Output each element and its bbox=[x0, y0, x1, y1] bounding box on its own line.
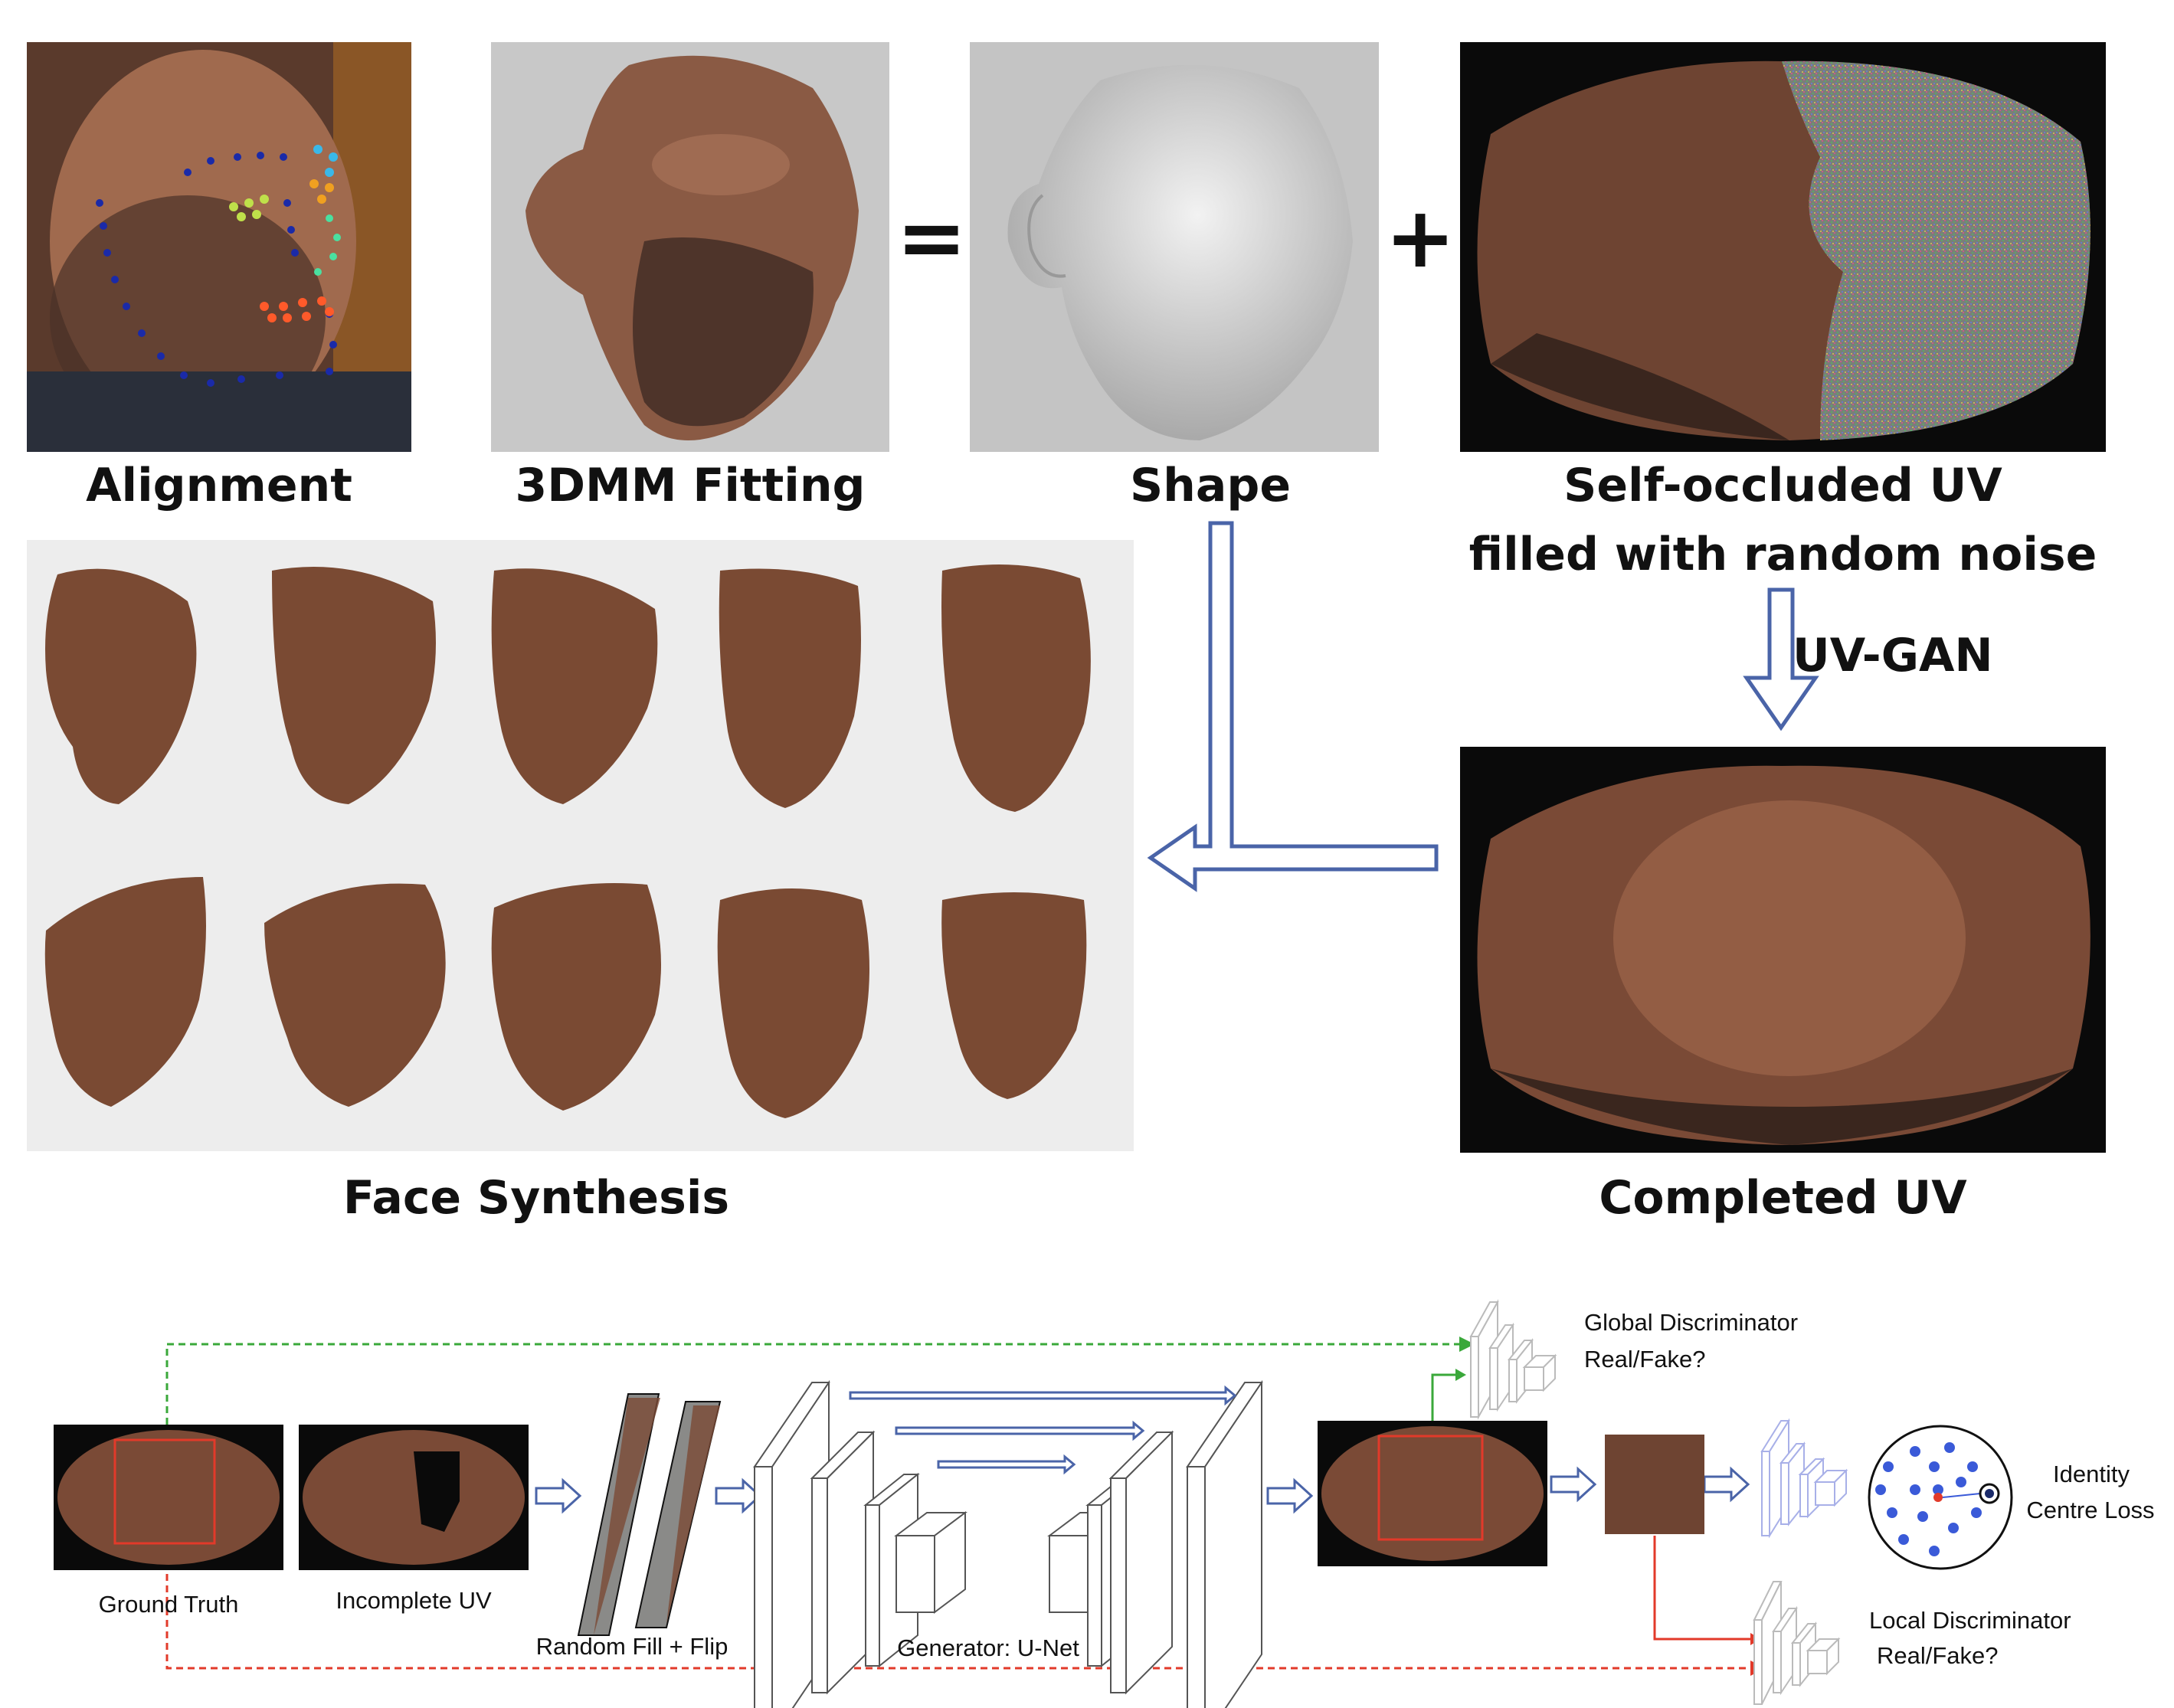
equals-sign: = bbox=[896, 188, 967, 286]
generator-label: Generator: U-Net bbox=[897, 1634, 1079, 1661]
self-occluded-uv-image bbox=[1460, 42, 2106, 452]
arrow-5 bbox=[1703, 1466, 1750, 1503]
fitting-label: 3DMM Fitting bbox=[515, 459, 866, 512]
pipeline-diagram bbox=[54, 1299, 2013, 1708]
arrow-4 bbox=[1550, 1466, 1597, 1503]
completed-uv-label: Completed UV bbox=[1599, 1171, 1967, 1225]
face-synthesis-panel bbox=[27, 540, 1134, 1151]
arrow-3 bbox=[1266, 1477, 1314, 1514]
fitting-image bbox=[491, 42, 889, 452]
global-realfake-label: Real/Fake? bbox=[1584, 1346, 1706, 1373]
ground-truth-label: Ground Truth bbox=[98, 1591, 239, 1618]
uv-gan-down-arrow bbox=[1743, 587, 1819, 731]
identity-label: Identity bbox=[2053, 1461, 2130, 1487]
random-fill-label: Random Fill + Flip bbox=[535, 1633, 728, 1660]
global-discriminator-label: Global Discriminator bbox=[1584, 1309, 1799, 1336]
arrow-2 bbox=[715, 1477, 762, 1514]
plus-sign: + bbox=[1385, 188, 1456, 286]
centre-loss-label: Centre Loss bbox=[2026, 1497, 2155, 1523]
skip-1 bbox=[849, 1385, 1237, 1406]
skip-2 bbox=[895, 1420, 1145, 1441]
incomplete-uv-label: Incomplete UV bbox=[336, 1587, 492, 1614]
local-realfake-label: Real/Fake? bbox=[1877, 1642, 1999, 1669]
local-discriminator-label: Local Discriminator bbox=[1869, 1607, 2071, 1634]
shape-image bbox=[970, 42, 1379, 452]
self-occluded-label-line2: filled with random noise bbox=[1468, 528, 2097, 581]
skip-3 bbox=[937, 1454, 1076, 1475]
alignment-image bbox=[27, 42, 411, 452]
completed-uv-image bbox=[1460, 747, 2106, 1153]
arrow-1 bbox=[535, 1477, 582, 1514]
self-occluded-label-line1: Self-occluded UV bbox=[1563, 459, 2002, 512]
face-synthesis-label: Face Synthesis bbox=[342, 1171, 730, 1225]
green-dashed-path bbox=[165, 1343, 1459, 1425]
uv-gan-label: UV-GAN bbox=[1793, 629, 1993, 682]
shape-label: Shape bbox=[1129, 459, 1292, 512]
synth-face bbox=[44, 564, 1091, 1118]
alignment-label: Alignment bbox=[86, 459, 352, 512]
synthesis-arrow bbox=[1147, 521, 1439, 892]
